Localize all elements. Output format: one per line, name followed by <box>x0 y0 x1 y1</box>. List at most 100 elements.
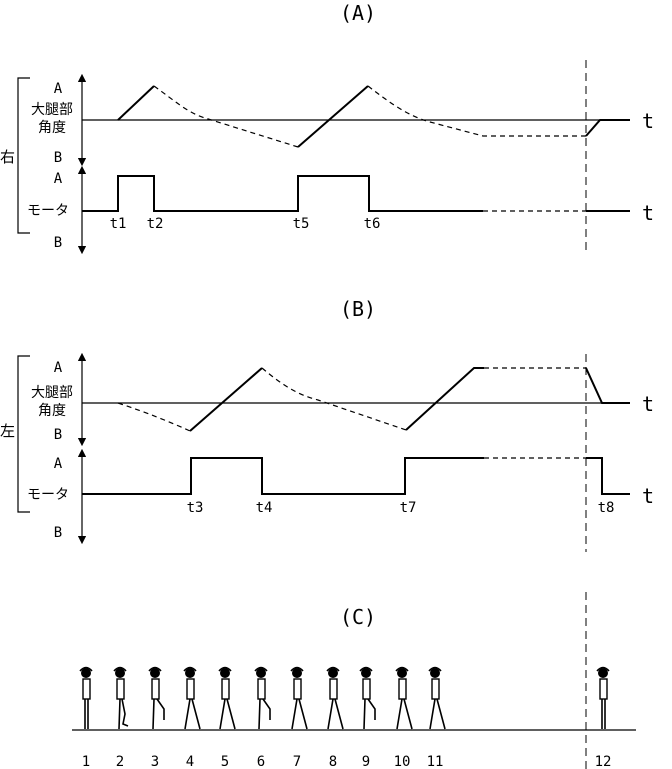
panel-b-thigh-rise-1 <box>189 367 263 432</box>
figure-legs <box>219 698 236 730</box>
panel-a-thigh-rise-2 <box>297 85 369 148</box>
figure-hair <box>290 666 304 672</box>
step-number: 8 <box>329 754 337 769</box>
panel-a-thigh-rise-1 <box>117 85 155 121</box>
step-number: 2 <box>116 754 124 769</box>
panel-b-thigh-label-line1: 大腿部 <box>31 385 73 401</box>
figure-hair <box>359 666 373 672</box>
figure-legs <box>84 699 89 729</box>
walking-figure <box>148 666 165 730</box>
panel-a-thigh-label-b: B <box>54 150 62 166</box>
walking-figure <box>428 666 446 730</box>
panel-a-thigh-decay-2 <box>367 85 586 137</box>
panel-a-bracket <box>17 77 30 234</box>
panel-b-bracket <box>17 355 30 513</box>
time-mark-t2: t2 <box>147 216 164 232</box>
step-number: 12 <box>595 754 612 769</box>
figure-torso <box>151 678 160 700</box>
panel-b-label: (B) <box>340 297 376 321</box>
walking-figures <box>79 666 610 730</box>
figure-head <box>361 668 371 678</box>
figure-head <box>397 668 407 678</box>
figure-torso <box>186 678 195 700</box>
figure-torso <box>82 678 91 700</box>
figure-head <box>185 668 195 678</box>
panel-b-motor-release <box>586 457 630 495</box>
walking-figure <box>596 666 610 729</box>
panel-a-thigh-time-label: t <box>642 109 654 133</box>
walking-figure <box>113 666 129 730</box>
panel-a-thigh-label-line1: 大腿部 <box>31 102 73 118</box>
figure-legs <box>601 699 606 729</box>
panel-a-thigh-decay-1 <box>153 85 299 148</box>
walking-figure <box>395 666 413 730</box>
figure-legs <box>327 698 344 730</box>
figure-hair <box>326 666 340 672</box>
time-mark-t5: t5 <box>293 216 310 232</box>
walking-figure <box>183 666 201 730</box>
walking-figure <box>79 666 93 729</box>
figure-hair <box>395 666 409 672</box>
panel-a-label: (A) <box>340 1 376 25</box>
figure-head <box>292 668 302 678</box>
figure-hair <box>428 666 442 672</box>
walking-figure <box>326 666 344 730</box>
step-number: 7 <box>293 754 301 769</box>
panel-a-motor-label-a: A <box>54 171 63 187</box>
panel-a-thigh-label-a: A <box>54 81 63 97</box>
panel-b-thigh-time-label: t <box>642 392 654 416</box>
panel-a-motor-label: モータ <box>27 203 69 219</box>
figure-legs <box>184 698 201 730</box>
figure-hair <box>596 666 610 672</box>
panel-b-thigh-label-b: B <box>54 427 62 443</box>
figure-hair <box>183 666 197 672</box>
panel-b-motor-pulses <box>82 457 484 495</box>
panel-b: (B) 左 A 大腿部 角度 B t A モータ B t t3 t4 t7 t8 <box>0 297 654 545</box>
panel-b-thigh-decay-1 <box>117 402 191 432</box>
figure-hair <box>148 666 162 672</box>
time-mark-t4: t4 <box>256 500 273 516</box>
figure-torso <box>599 678 608 700</box>
figure-legs <box>429 698 446 730</box>
figure-torso <box>221 678 230 700</box>
step-number: 4 <box>186 754 194 769</box>
panel-a-motor-pulses <box>82 175 483 212</box>
step-number: 10 <box>394 754 411 769</box>
time-mark-t8: t8 <box>598 500 615 516</box>
time-mark-t7: t7 <box>400 500 417 516</box>
figure-legs <box>396 698 413 730</box>
time-mark-t6: t6 <box>364 216 381 232</box>
walking-figure <box>218 666 236 730</box>
figure-torso <box>362 678 371 700</box>
figure-head <box>256 668 266 678</box>
figure-hair <box>79 666 93 672</box>
panel-a: (A) 右 A 大腿部 角度 B t A モータ B t t1 t2 t5 t6 <box>0 1 654 255</box>
panel-b-motor-label-a: A <box>54 456 63 472</box>
walking-figure <box>359 666 376 730</box>
step-number: 5 <box>221 754 229 769</box>
step-number: 11 <box>427 754 444 769</box>
panel-b-thigh-rise-2 <box>405 367 484 431</box>
panel-a-motor-label-b: B <box>54 235 62 251</box>
panel-b-thigh-return <box>585 367 630 404</box>
step-number: 6 <box>257 754 265 769</box>
figure-hair <box>254 666 268 672</box>
figure-legs <box>291 698 308 730</box>
figure-head <box>598 668 608 678</box>
figure-legs <box>152 698 165 730</box>
panel-b-thigh-label-a: A <box>54 360 63 376</box>
step-number: 9 <box>362 754 370 769</box>
figure-head <box>328 668 338 678</box>
panel-b-thigh-decay-2 <box>261 367 407 431</box>
figure-torso <box>329 678 338 700</box>
panel-b-motor-label-b: B <box>54 525 62 541</box>
figure-legs <box>118 698 129 730</box>
time-mark-t1: t1 <box>110 216 127 232</box>
walking-figure <box>254 666 271 730</box>
panel-b-side-label: 左 <box>0 422 15 440</box>
figure-torso <box>116 678 125 700</box>
panel-a-motor-time-label: t <box>642 201 654 225</box>
panel-a-thigh-label-line2: 角度 <box>38 120 66 136</box>
